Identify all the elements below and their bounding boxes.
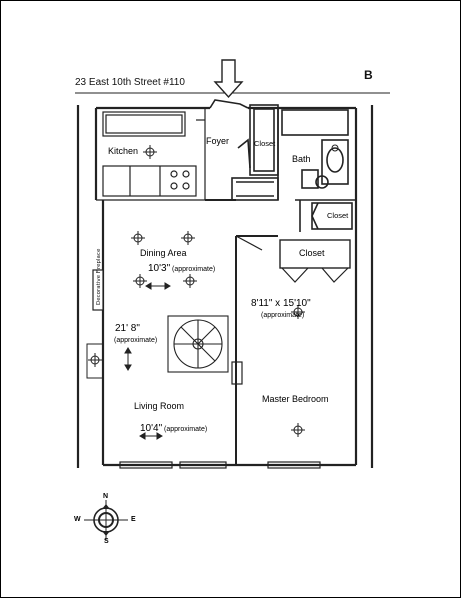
service-walls bbox=[209, 99, 356, 232]
room-label-foyer: Foyer bbox=[206, 136, 230, 146]
light-fixture-icon bbox=[86, 144, 339, 437]
compass-n-label: N bbox=[103, 493, 109, 500]
room-label-closet-top: Closet bbox=[254, 139, 276, 148]
fireplace-label: Decorative Fireplace bbox=[96, 248, 102, 305]
dim-dining-width: 10'3" bbox=[148, 263, 171, 274]
compass-e-label: E bbox=[131, 516, 136, 523]
room-label-dining: Dining Area bbox=[140, 248, 187, 258]
dim-dining-note: (approximate) bbox=[172, 266, 216, 273]
compass-icon bbox=[84, 500, 128, 540]
compass-s-label: S bbox=[104, 538, 109, 545]
room-label-closet-bedroom: Closet bbox=[299, 248, 325, 258]
dim-living-note: (approximate) bbox=[114, 337, 158, 344]
room-label-master: Master Bedroom bbox=[262, 394, 329, 404]
dim-living-length: 21' 8" bbox=[115, 323, 140, 334]
dim-living-width: 10'4" bbox=[140, 423, 163, 434]
address-title: 23 East 10th Street #110 bbox=[75, 77, 185, 88]
dim-bedroom-size: 8'11" x 15'10" bbox=[251, 298, 311, 309]
room-label-living: Living Room bbox=[134, 401, 185, 411]
spiral-stair-icon bbox=[167, 315, 229, 373]
room-label-kitchen: Kitchen bbox=[108, 146, 139, 156]
dimension-arrows bbox=[124, 282, 171, 440]
fireplace: Decorative Fireplace bbox=[92, 248, 104, 311]
kitchen-fixtures bbox=[96, 108, 206, 201]
entry-arrow-icon bbox=[213, 59, 244, 99]
unit-letter: B bbox=[364, 68, 373, 82]
exterior-walls bbox=[76, 105, 374, 468]
dim-living-width-note: (approximate) bbox=[164, 426, 208, 433]
dim-bedroom-note: (approximate) bbox=[261, 312, 305, 319]
room-label-closet-right: Closet bbox=[327, 211, 349, 220]
interior-walls bbox=[205, 199, 351, 465]
compass-w-label: W bbox=[74, 516, 81, 523]
windows bbox=[119, 461, 321, 469]
room-label-bath: Bath bbox=[292, 154, 311, 164]
